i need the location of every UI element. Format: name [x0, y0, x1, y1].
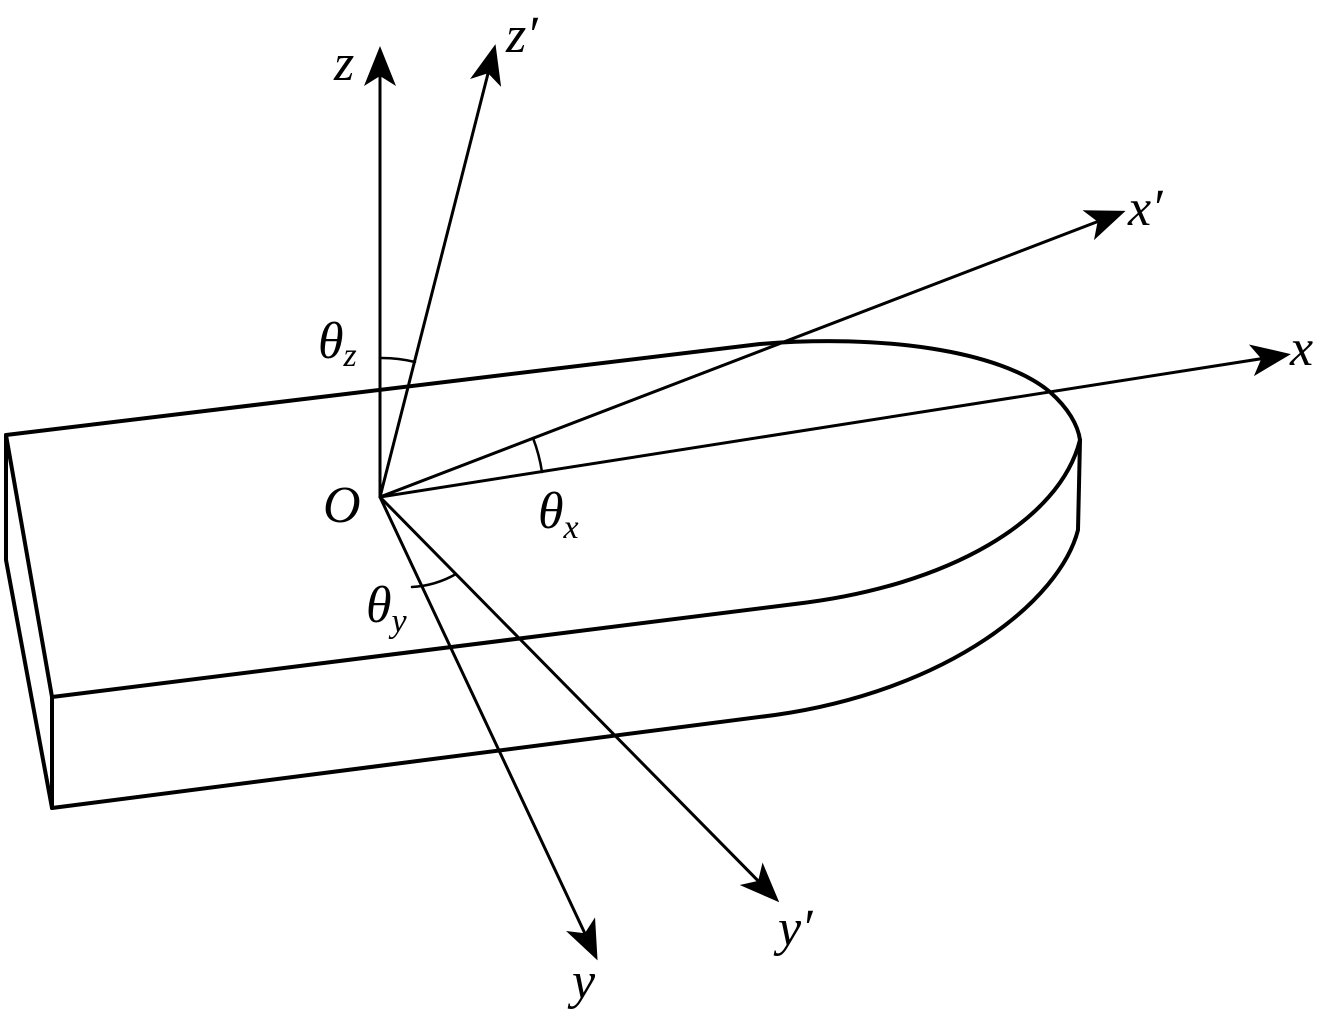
origin-label: O	[323, 477, 361, 534]
theta-x-arc	[531, 436, 544, 474]
z-prime-axis	[378, 44, 502, 499]
theta-y-arc	[410, 572, 458, 589]
angle-arcs	[378, 356, 544, 589]
z-prime-axis-label: z′	[505, 7, 539, 64]
hull-side-bottom-edge	[50, 438, 1082, 810]
hull-deck-bottom-edge	[50, 438, 1082, 699]
theta-x-label: θx	[538, 483, 579, 546]
labels: O z z′ x′ x y′ y θz θx θy	[318, 7, 1313, 1010]
hull-stern-face	[4, 433, 54, 810]
theta-z-arc	[378, 356, 417, 364]
axes	[364, 44, 1291, 961]
x-axis	[378, 344, 1291, 499]
x-prime-axis	[378, 210, 1126, 499]
y-axis	[378, 495, 598, 961]
y-axis-label: y	[567, 953, 596, 1010]
y-prime-axis	[378, 495, 780, 903]
y-prime-axis-label: y′	[773, 900, 814, 957]
theta-z-label: θz	[318, 313, 357, 374]
x-prime-axis-label: x′	[1127, 180, 1164, 237]
hull-deck-top-edge	[4, 339, 1082, 442]
z-axis-label: z	[333, 35, 354, 92]
x-axis-label: x	[1289, 320, 1313, 377]
ship-hull	[4, 339, 1082, 810]
theta-y-label: θy	[366, 577, 408, 640]
